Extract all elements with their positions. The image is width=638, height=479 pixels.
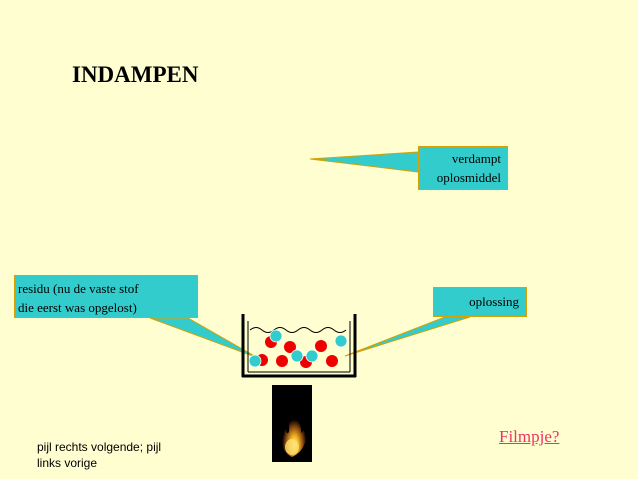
callout-oplossing: oplossing xyxy=(433,287,527,317)
residu-pointer xyxy=(149,317,259,359)
cyan-particle xyxy=(334,334,348,348)
verdampt-pointer xyxy=(309,151,419,173)
callout-verdampt: verdampt oplosmiddel xyxy=(418,146,508,190)
navigation-hint: pijl rechts volgende; pijl links vorige xyxy=(37,440,162,470)
flame-icon xyxy=(282,407,307,457)
red-particle xyxy=(276,355,288,367)
liquid-surface xyxy=(249,327,347,333)
callout-residu-line1: residu (nu de vaste stof xyxy=(18,281,139,296)
callout-verdampt-line1: verdampt xyxy=(451,151,501,166)
callout-oplossing-label: oplossing xyxy=(469,294,519,309)
burner-flame-image xyxy=(272,385,312,462)
callout-residu-line2: die eerst was opgelost) xyxy=(18,300,137,315)
cyan-particle xyxy=(305,349,319,363)
dish xyxy=(241,314,357,378)
red-particle xyxy=(315,340,327,352)
callout-verdampt-line2: oplosmiddel xyxy=(436,170,501,185)
red-particle xyxy=(284,341,296,353)
filmpje-link[interactable]: Filmpje? xyxy=(499,427,560,446)
cyan-particle xyxy=(269,329,283,343)
particles xyxy=(248,329,348,368)
cyan-particle xyxy=(290,349,304,363)
slide-title: INDAMPEN xyxy=(72,62,199,87)
red-particle xyxy=(326,355,338,367)
oplossing-pointer xyxy=(344,316,471,357)
cyan-particle xyxy=(248,354,262,368)
callout-residu: residu (nu de vaste stof die eerst was o… xyxy=(14,275,198,318)
